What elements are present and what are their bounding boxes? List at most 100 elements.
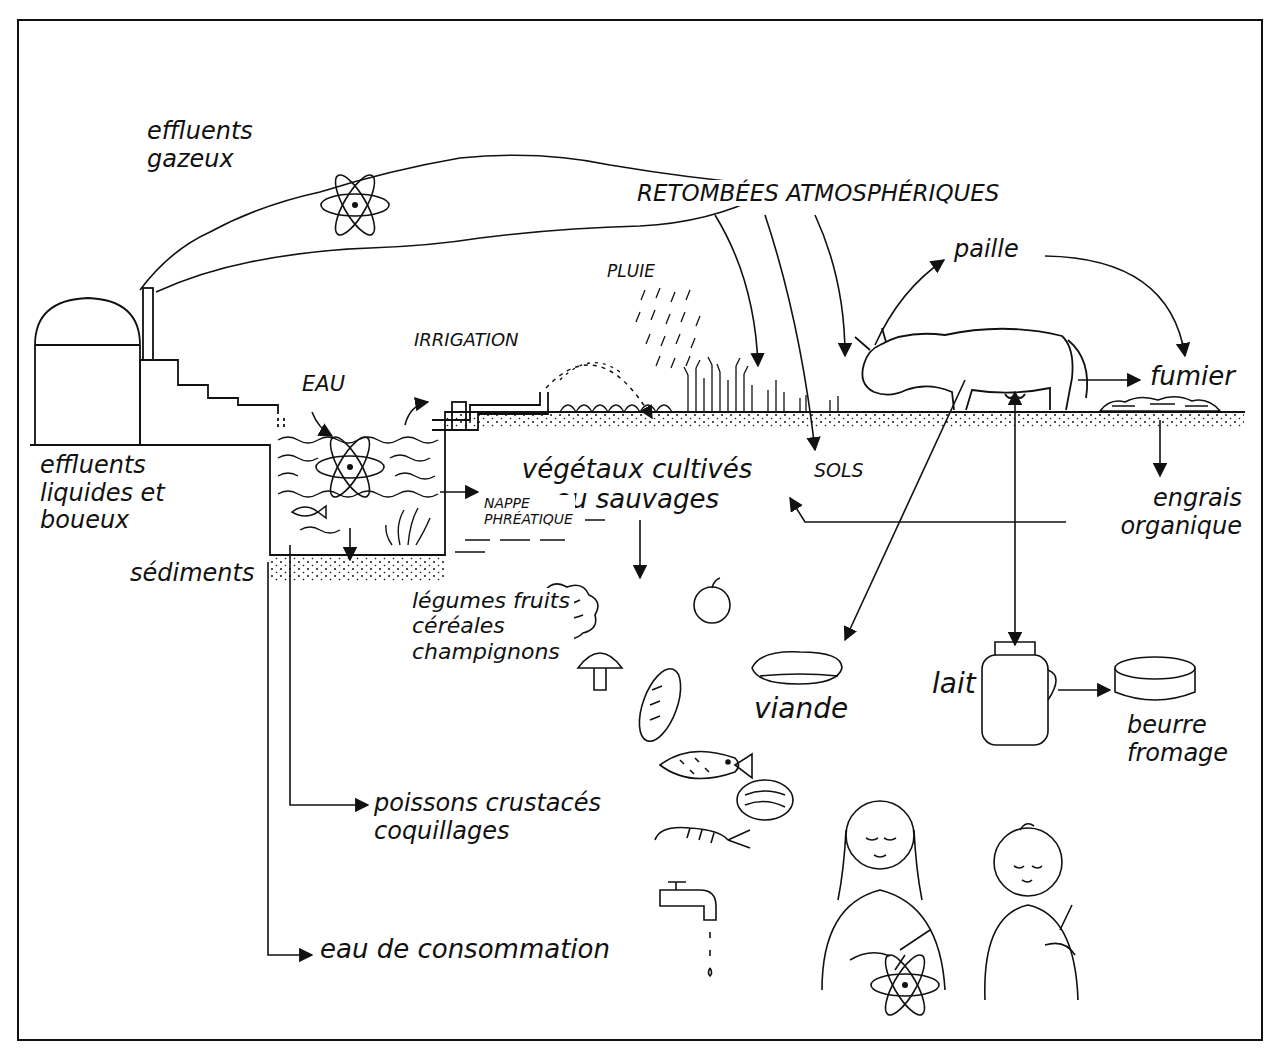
label: PLUIE [605, 262, 657, 282]
food [737, 780, 793, 820]
crops [560, 405, 672, 412]
label: lait [930, 668, 978, 700]
food [982, 655, 1048, 745]
spray [560, 363, 620, 380]
sediments [271, 557, 444, 581]
seaweed [386, 508, 430, 545]
gas-plume [140, 155, 780, 292]
fish-in-water [292, 506, 326, 518]
label: RETOMBÉES ATMOSPHÉRIQUES [635, 180, 1001, 206]
arrow [349, 528, 351, 560]
irrigation-pipe [432, 392, 548, 430]
label: effluents liquides et boueux [38, 452, 172, 535]
rain [656, 356, 690, 368]
cow [862, 345, 954, 410]
water-table [455, 540, 565, 552]
water [395, 473, 435, 479]
label: engrais organique [1070, 485, 1244, 540]
gas-plume [140, 155, 780, 290]
food [694, 587, 730, 623]
arrow [765, 215, 815, 450]
arrow [290, 545, 368, 805]
food [709, 932, 712, 976]
food [680, 758, 709, 774]
people [994, 828, 1062, 896]
people [850, 930, 930, 970]
arrow [715, 215, 758, 366]
people [1014, 824, 1042, 882]
food [726, 760, 730, 764]
cow [1068, 340, 1087, 398]
frame [18, 20, 1262, 1040]
ground [30, 412, 1245, 555]
label: sédiments [128, 560, 256, 588]
food [745, 791, 785, 807]
manure-pile [1100, 397, 1220, 411]
arrow [268, 215, 1185, 955]
rain [636, 310, 700, 326]
food [631, 663, 689, 746]
food [655, 828, 750, 849]
crops [688, 365, 784, 412]
food [1115, 668, 1195, 700]
food [760, 674, 838, 676]
label: effluents gazeux [145, 118, 255, 173]
ground [30, 412, 1245, 555]
people [822, 801, 1078, 1000]
food [650, 686, 662, 720]
power-plant [278, 418, 284, 430]
people [822, 890, 945, 990]
label: légumes fruits céréales champignons [410, 588, 574, 664]
people [985, 905, 1078, 1000]
power-plant [143, 288, 153, 360]
arrow [1159, 420, 1161, 476]
crops [560, 357, 838, 412]
arrow [815, 215, 845, 356]
arrow [639, 520, 641, 578]
label: eau de consommation [318, 935, 612, 965]
arrow [440, 491, 478, 493]
label: beurre fromage [1125, 712, 1230, 767]
label: NAPPE PHRÉATIQUE [482, 495, 575, 527]
power-plant [140, 360, 268, 445]
label: poissons crustacés coquillages [372, 790, 636, 845]
label: SOLS [812, 460, 866, 482]
arrow [312, 412, 332, 436]
rain [636, 288, 700, 368]
water [390, 455, 430, 461]
atom-symbol [871, 950, 939, 1020]
arrow [1078, 379, 1140, 381]
crops [800, 395, 838, 412]
crops [684, 357, 748, 375]
cow [880, 329, 1073, 410]
food [752, 652, 842, 684]
fish-in-water [292, 506, 326, 518]
atom-symbol [321, 170, 389, 240]
label: EAU [300, 372, 347, 396]
food [660, 751, 752, 778]
soil [446, 414, 1244, 428]
arrow [268, 562, 312, 955]
manure-pile [1112, 404, 1208, 406]
arrow [1014, 392, 1016, 645]
arrow [1045, 256, 1185, 356]
arrow [1058, 689, 1110, 691]
rain [641, 288, 690, 302]
food [578, 653, 622, 690]
atom-symbol [316, 432, 384, 502]
food [995, 642, 1056, 700]
water [300, 527, 340, 533]
food [1115, 657, 1195, 679]
irrigation-pipe [432, 392, 540, 420]
food [712, 578, 720, 588]
seaweed [386, 508, 430, 545]
food [533, 578, 1195, 976]
arrow [875, 260, 944, 345]
label: IRRIGATION [412, 330, 521, 351]
food [660, 882, 716, 920]
arrow [405, 402, 428, 425]
arrow [845, 380, 965, 640]
water [278, 455, 318, 461]
cow [855, 328, 1087, 410]
